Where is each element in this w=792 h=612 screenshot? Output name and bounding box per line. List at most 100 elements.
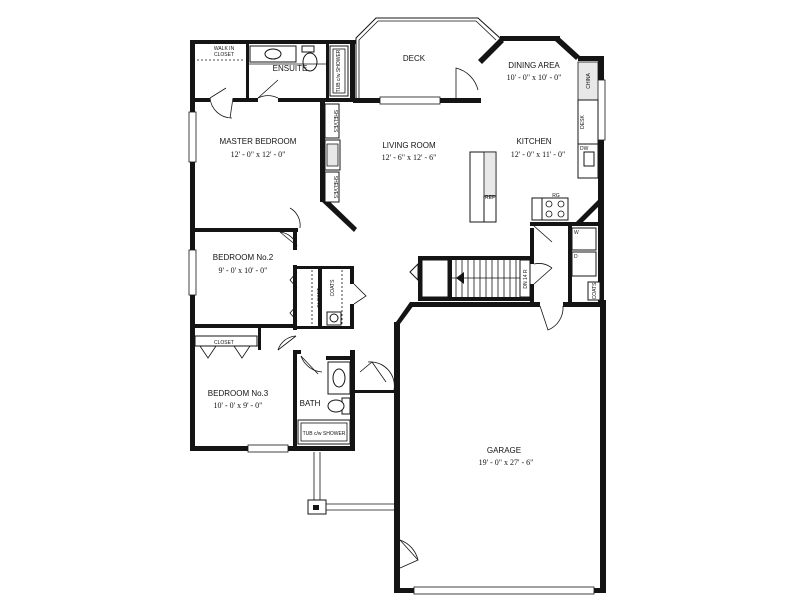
walkin-label-1: WALK IN <box>214 46 235 52</box>
bath-north-wall-b <box>326 356 352 360</box>
kitchen-label: KITCHEN <box>516 137 551 146</box>
stair-direction-arrow <box>456 272 464 284</box>
hall-closet-label: CLOSET <box>317 288 323 308</box>
living-dims: 12' - 6" x 12' - 6" <box>382 153 437 162</box>
master-label: MASTER BEDROOM <box>220 137 297 146</box>
master-east-wall <box>320 102 325 202</box>
garage-step-wall <box>350 390 398 393</box>
burner-4 <box>557 210 565 218</box>
kitchen-west-wall-a <box>530 228 534 264</box>
laundry-door-arc <box>533 263 553 269</box>
dining-bay-wall-c <box>554 36 580 60</box>
stairs <box>409 259 531 298</box>
ensuite-toilet-tank <box>301 45 315 53</box>
bedroom2-dims: 9' - 0' x 10' - 0" <box>219 266 268 275</box>
ensuite-tub-label: TUB c/w SHOWER <box>336 49 342 92</box>
china-label: CHINA <box>586 73 592 89</box>
desk-label: DESK <box>580 115 586 129</box>
ensuite-tub-inner <box>332 48 346 94</box>
closet-bifold-b <box>289 304 298 322</box>
kitchen-east-wall <box>598 58 604 304</box>
shelves-upper <box>324 103 340 139</box>
kitchen-dims: 12' - 0" x 11' - 0" <box>511 150 565 159</box>
burner-2 <box>557 200 565 208</box>
bath-door <box>300 355 319 375</box>
bedroom3-window <box>247 444 289 453</box>
bedroom3-dims: 10' - 0' x 9' - 0" <box>214 401 263 410</box>
fireplace-hearth <box>326 143 339 167</box>
deck <box>355 17 501 98</box>
bedroom2-east-wall-b <box>293 265 297 330</box>
dryer-label: D <box>574 254 578 260</box>
shelves-lower-label: SHELVES <box>332 176 338 199</box>
bed3-bifold-b <box>233 345 251 359</box>
ensuite-door-arc <box>257 95 279 99</box>
dining-label: DINING AREA <box>508 61 560 70</box>
garage-label: GARAGE <box>487 446 521 455</box>
bedroom2-label: BEDROOM No.2 <box>213 253 274 262</box>
room-labels: DECK DINING AREA 10' - 0" x 10' - 0" KIT… <box>208 54 565 467</box>
walkin-label-2: CLOSET <box>214 52 234 58</box>
kitchen-door <box>533 225 553 243</box>
shelves-upper-label: SHELVES <box>332 110 338 133</box>
dryer <box>571 251 597 277</box>
hall-coats-label: COATS <box>330 279 336 297</box>
counter-left <box>531 197 543 221</box>
master-window <box>188 111 197 163</box>
bath-toilet <box>327 399 345 413</box>
washer <box>571 227 597 251</box>
laundry-west-wall <box>568 222 572 304</box>
bath-east-wall <box>350 350 355 451</box>
garage-dims: 19' - 0" x 27' - 6" <box>479 458 534 467</box>
hall-closet-top <box>296 266 354 269</box>
hall-closet-wall-c <box>350 304 354 329</box>
ensuite-sink <box>264 48 282 60</box>
stair-dn-box <box>519 259 531 298</box>
burner-3 <box>545 210 553 218</box>
bed3-closet-end <box>258 328 261 350</box>
stair-south-wall <box>418 297 534 301</box>
deck-door-swing <box>455 67 479 98</box>
garage-fixtures <box>307 305 564 569</box>
living-window <box>379 96 441 105</box>
ensuite-door <box>257 79 279 99</box>
washer-label: W <box>574 230 579 236</box>
fridge <box>483 195 497 223</box>
bedroom3-east-wall <box>293 350 297 450</box>
bed3-bifold-a <box>199 345 217 359</box>
dw-label: DW <box>580 146 589 152</box>
hall-closet-wall-a <box>318 266 322 328</box>
garage-house-door <box>539 305 564 331</box>
bedroom3-door <box>277 335 297 351</box>
bath-fixtures <box>297 355 395 445</box>
walkin-door <box>209 87 227 99</box>
bed3-closet-label: CLOSET <box>214 340 234 346</box>
master-north-wall-c <box>278 98 356 102</box>
kitchen-west-wall-b <box>530 284 534 304</box>
fireplace-wall <box>320 196 357 232</box>
laundry-north-wall <box>530 222 602 226</box>
garage-east-wall <box>600 300 606 593</box>
kitchen-corner-wall <box>576 198 603 225</box>
coats-bifold <box>353 283 367 305</box>
garage-north-wall-b <box>563 302 606 307</box>
kitchen-sink <box>583 151 595 167</box>
closet-bifold-a <box>289 271 298 289</box>
kitchen-coats-label: COATS <box>592 282 598 300</box>
kitchen-fixtures <box>469 61 601 301</box>
master-north-wall-a <box>190 98 210 102</box>
fixture-labels: WALK IN CLOSET TUB c/w SHOWER SHELVES SH… <box>214 46 598 437</box>
closet-ensuite-wall <box>246 44 249 100</box>
laundry-door <box>533 267 553 285</box>
kitchen-coats <box>587 281 601 301</box>
garage-entry-door-arc <box>367 361 395 391</box>
bath-tub-label: TUB c/w SHOWER <box>303 431 346 437</box>
walls <box>188 36 606 595</box>
stair-dn-label: DN 14 R <box>523 269 529 289</box>
bath-label: BATH <box>300 399 321 408</box>
master-entry-door <box>229 97 234 119</box>
ensuite-tub-wall <box>326 44 329 100</box>
deck-label: DECK <box>403 54 426 63</box>
master-door-arc <box>289 207 301 229</box>
garage-west-wall <box>394 322 400 592</box>
